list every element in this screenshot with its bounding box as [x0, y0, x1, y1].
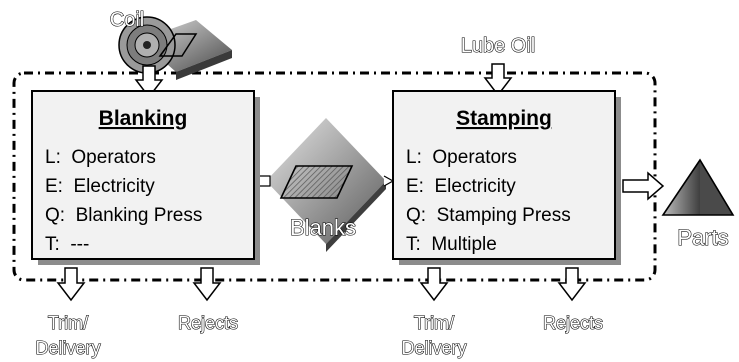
system-boundary [12, 71, 657, 282]
blanks-icon [266, 118, 386, 252]
blanks-arrow-out [383, 175, 395, 187]
parts-label: Parts [677, 225, 728, 250]
stamping-trim-label-1: Trim/ [414, 313, 454, 333]
blanking-trim-label-1: Trim/ [48, 313, 88, 333]
coil-label: Coil [110, 9, 144, 31]
stamping-title: Stamping [456, 107, 552, 130]
blanking-line-q: Q: Blanking Press [45, 205, 202, 226]
stamping-rejects-arrow [557, 267, 587, 302]
blanking-line-l: L: Operators [45, 147, 156, 168]
stamping-trim-label-2: Delivery [401, 338, 466, 358]
lube-oil-arrow [483, 63, 513, 97]
stamping-box: Stamping L: Operators E: Electricity Q: … [392, 90, 621, 265]
stamping-line-e: E: Electricity [406, 176, 516, 197]
blanking-line-t: T: --- [45, 234, 89, 255]
blanking-box: Blanking L: Operators E: Electricity Q: … [31, 90, 260, 265]
stamping-line-q: Q: Stamping Press [406, 205, 571, 226]
blanking-rejects-arrow [192, 267, 222, 302]
stamping-trim-arrow [419, 267, 449, 302]
parts-icon [661, 158, 735, 216]
blanking-trim-label-2: Delivery [35, 338, 100, 358]
stamping-rejects-label: Rejects [543, 313, 603, 333]
stamping-line-l: L: Operators [406, 147, 517, 168]
blanks-arrow-in [260, 175, 271, 187]
blanking-rejects-label: Rejects [178, 313, 238, 333]
blanking-line-e: E: Electricity [45, 176, 155, 197]
coil-arrow-shape [134, 65, 164, 99]
parts-arrow [622, 171, 665, 201]
lube-oil-label: Lube Oil [461, 35, 536, 57]
coil-icon [118, 16, 232, 80]
blanking-trim-arrow [56, 267, 86, 302]
blanking-title: Blanking [99, 107, 188, 130]
stamping-line-t: T: Multiple [406, 234, 497, 255]
blanks-label: Blanks [290, 215, 356, 240]
